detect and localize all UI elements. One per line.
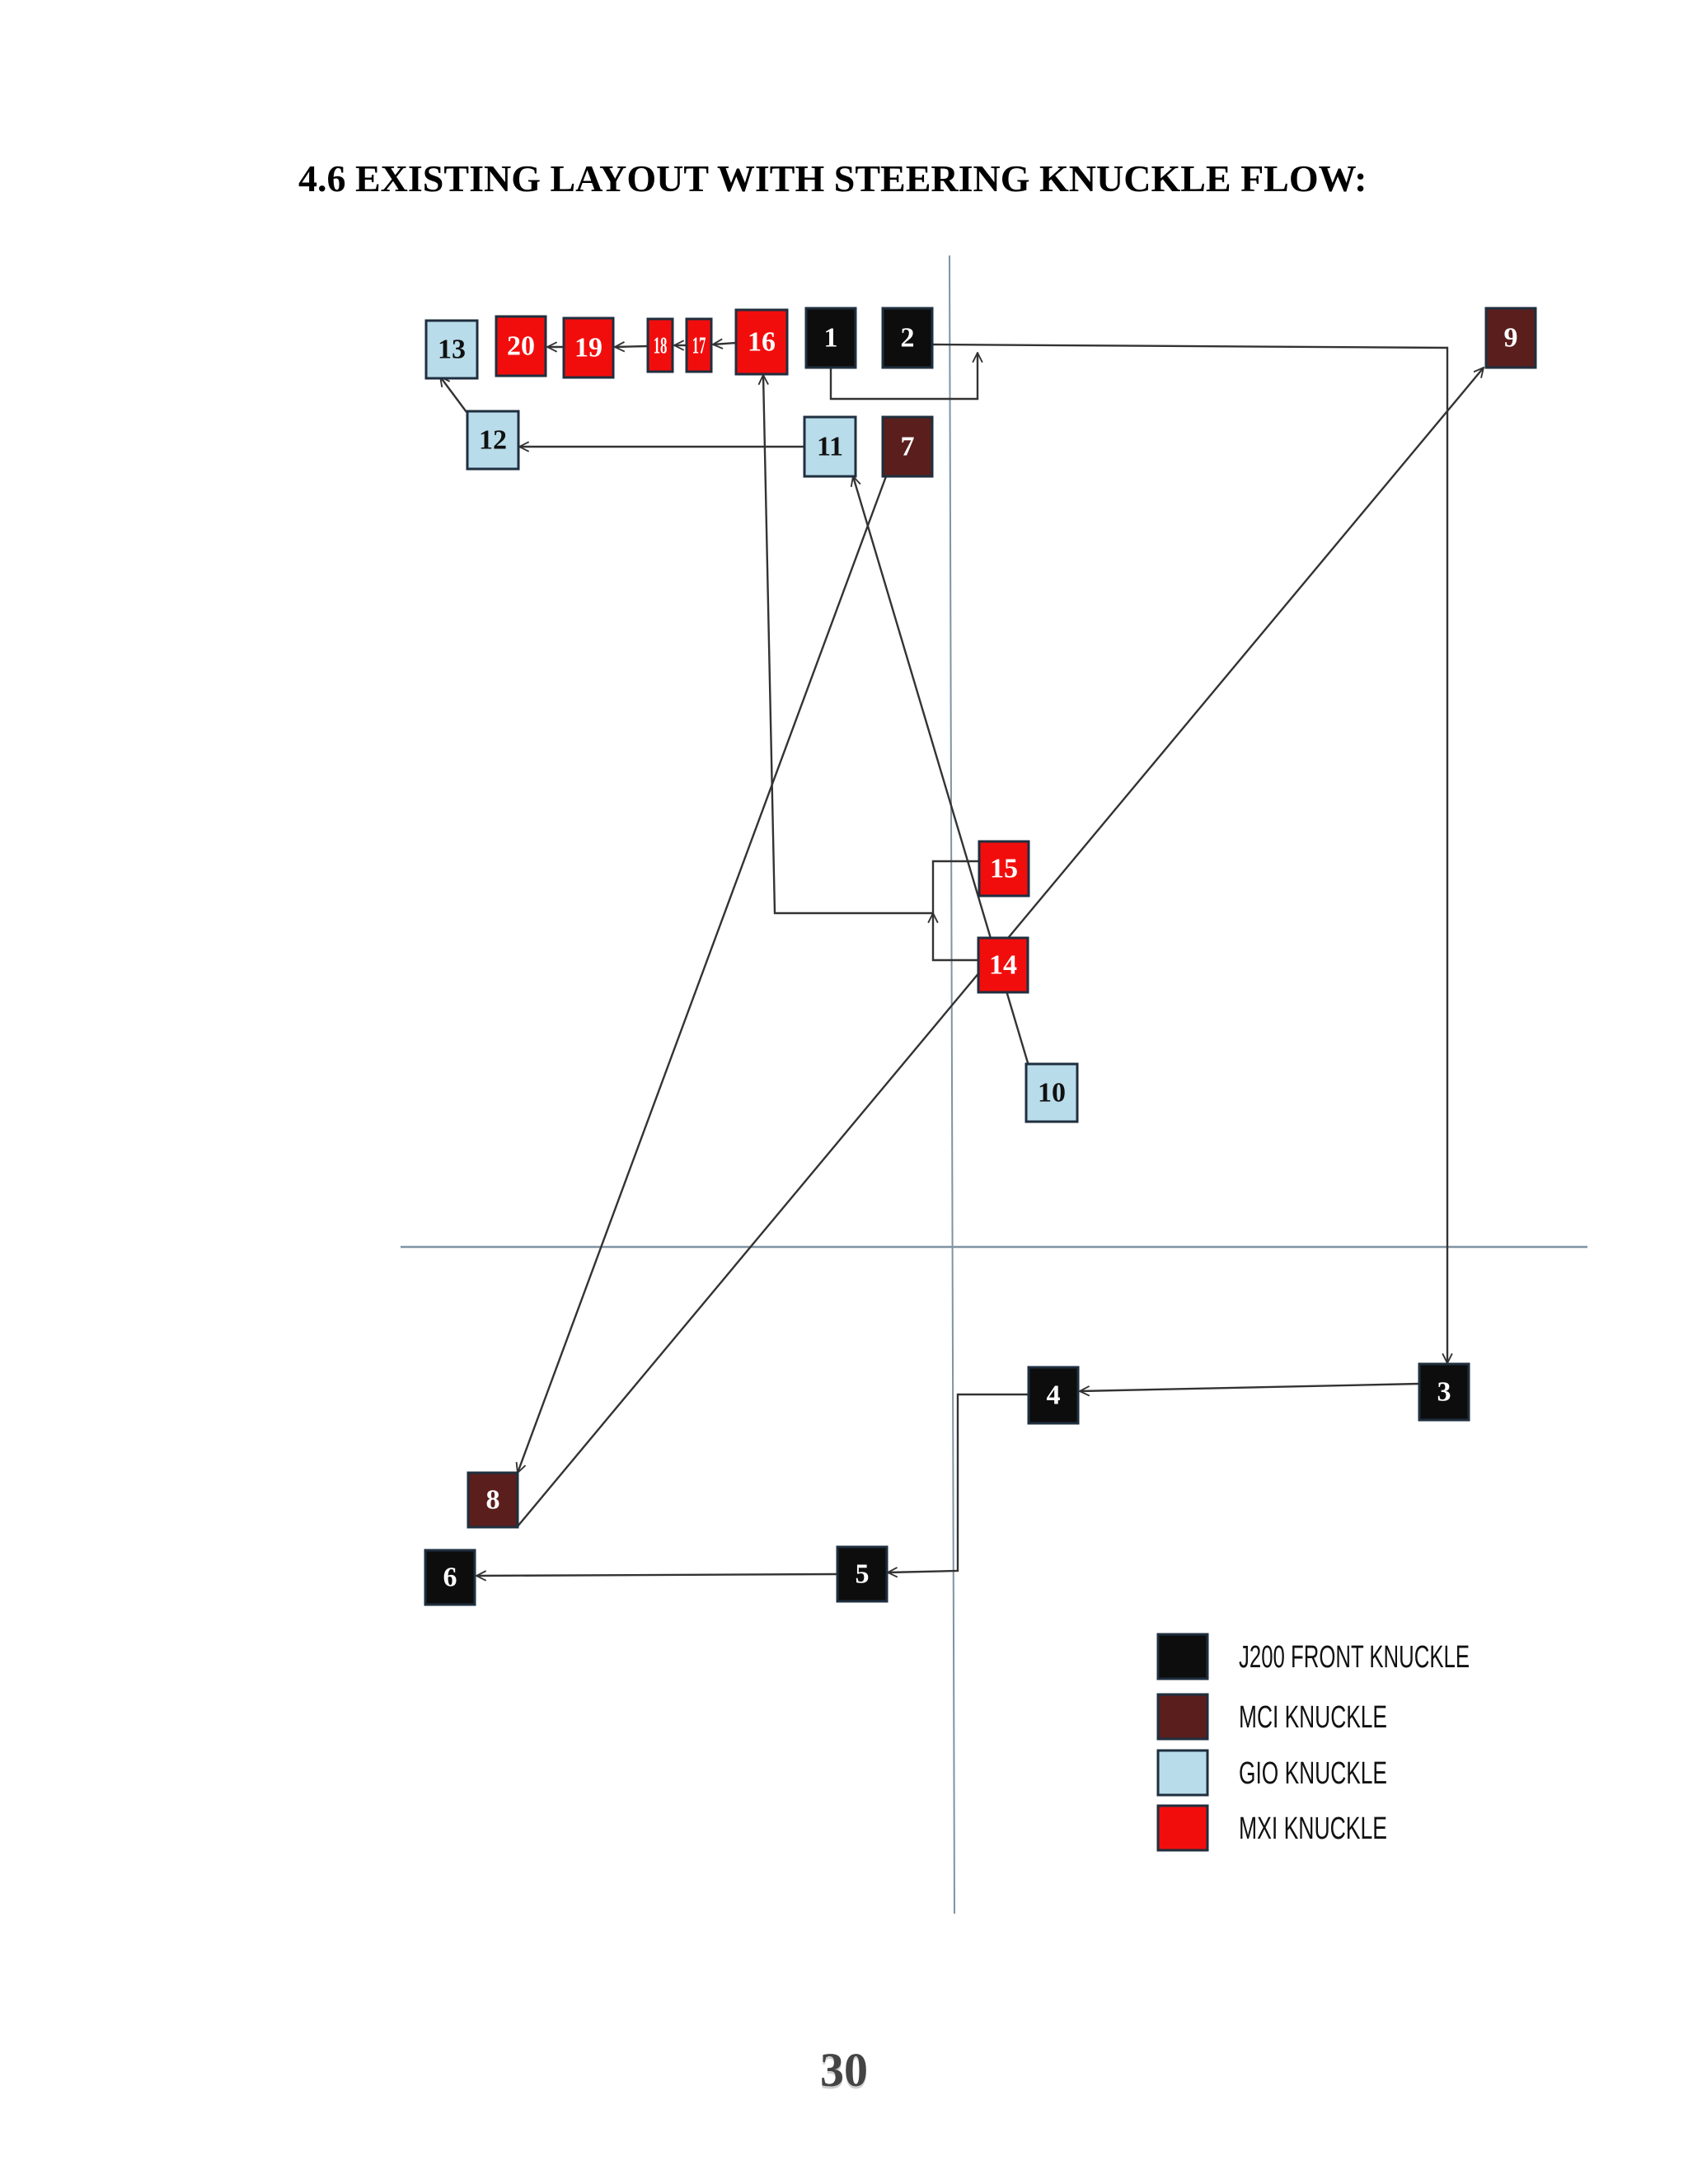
station-number: 13 <box>438 335 466 365</box>
station-number: 10 <box>1038 1078 1066 1108</box>
flow-arrow-3-to-4 <box>1080 1382 1420 1391</box>
station-number: 6 <box>443 1563 457 1593</box>
flow-arrow-1-to-2 <box>829 353 978 401</box>
station-number: 12 <box>479 425 507 456</box>
vertical-axis-line <box>949 255 955 1915</box>
station-number: 5 <box>856 1559 870 1590</box>
station-number: 20 <box>507 331 535 362</box>
legend-label-gio: GIO KNUCKLE <box>1239 1756 1387 1791</box>
flow-arrow-18-to-19 <box>615 346 649 347</box>
station-box <box>466 410 520 471</box>
station-number: 9 <box>1504 323 1518 354</box>
station-node-11: 11 <box>803 415 857 478</box>
legend-swatch-mci <box>1156 1693 1209 1741</box>
station-node-3: 3 <box>1418 1362 1470 1422</box>
flow-arrow-5-to-6 <box>476 1574 838 1576</box>
station-box <box>1418 1362 1470 1422</box>
flow-arrow-4-to-5 <box>888 1393 1029 1572</box>
station-box <box>495 315 547 377</box>
station-box <box>685 317 713 373</box>
station-box <box>424 319 479 380</box>
station-box <box>467 1471 519 1529</box>
station-number: 1 <box>824 323 838 354</box>
station-node-16: 16 <box>734 308 789 376</box>
station-number: 18 <box>654 332 668 359</box>
station-node-12: 12 <box>466 410 520 471</box>
station-number: 8 <box>486 1485 500 1516</box>
flow-arrow-15-to-16 <box>763 375 979 915</box>
station-box <box>977 936 1029 994</box>
station-box <box>734 308 789 376</box>
station-box <box>562 316 615 379</box>
station-number: 3 <box>1437 1377 1451 1408</box>
flow-arrow-16-to-17 <box>713 343 737 344</box>
station-box <box>803 415 857 478</box>
station-node-2: 2 <box>881 307 934 369</box>
station-box <box>1025 1062 1079 1123</box>
station-box <box>881 415 934 478</box>
station-node-1: 1 <box>804 307 857 369</box>
station-number: 15 <box>990 854 1018 884</box>
station-number: 2 <box>901 323 915 354</box>
station-number: 14 <box>989 950 1017 981</box>
page-number: 30 <box>820 2043 868 2097</box>
station-box <box>646 317 674 373</box>
legend-swatch-j200 <box>1156 1633 1209 1680</box>
station-box <box>836 1545 889 1603</box>
legend-label-j200: J200 FRONT KNUCKLE <box>1239 1640 1470 1675</box>
page-heading: 4.6 EXISTING LAYOUT WITH STEERING KNUCKL… <box>298 157 1367 199</box>
legend-label-mci: MCI KNUCKLE <box>1239 1700 1387 1735</box>
station-number: 16 <box>748 327 776 358</box>
axes-layer <box>401 255 1587 1915</box>
station-number: 17 <box>692 332 706 359</box>
station-node-8: 8 <box>467 1471 519 1529</box>
station-node-6: 6 <box>424 1549 476 1606</box>
station-node-10: 10 <box>1025 1062 1079 1123</box>
station-node-14: 14 <box>977 936 1029 994</box>
station-box <box>804 307 857 369</box>
station-number: 7 <box>901 432 915 462</box>
station-node-15: 15 <box>978 840 1030 898</box>
flow-arrow-2-to-3 <box>931 343 1447 1363</box>
station-node-7: 7 <box>881 415 934 478</box>
station-node-19: 19 <box>562 316 615 379</box>
station-box <box>424 1549 476 1606</box>
station-number: 4 <box>1047 1380 1061 1411</box>
legend: J200 FRONT KNUCKLE MCI KNUCKLE GIO KNUCKLE… <box>1156 1633 1470 1852</box>
station-node-9: 9 <box>1484 307 1537 369</box>
legend-swatch-mxi <box>1156 1804 1209 1852</box>
flow-arrow-14-to-16 <box>933 913 978 962</box>
station-box <box>881 307 934 369</box>
station-node-5: 5 <box>836 1545 889 1603</box>
flow-lines <box>440 343 1484 1576</box>
station-node-4: 4 <box>1027 1366 1080 1425</box>
flow-arrow-7-to-8 <box>518 476 888 1473</box>
station-node-20: 20 <box>495 315 547 377</box>
station-number: 11 <box>817 432 843 462</box>
flow-arrow-12-to-13 <box>440 377 467 413</box>
legend-swatch-gio <box>1156 1749 1209 1797</box>
station-node-18: 18 <box>646 317 674 373</box>
legend-label-mxi: MXI KNUCKLE <box>1239 1811 1387 1846</box>
station-number: 19 <box>574 333 603 363</box>
station-node-17: 17 <box>685 317 713 373</box>
station-box <box>1484 307 1537 369</box>
station-node-13: 13 <box>424 319 479 380</box>
station-box <box>1027 1366 1080 1425</box>
station-box <box>978 840 1030 898</box>
